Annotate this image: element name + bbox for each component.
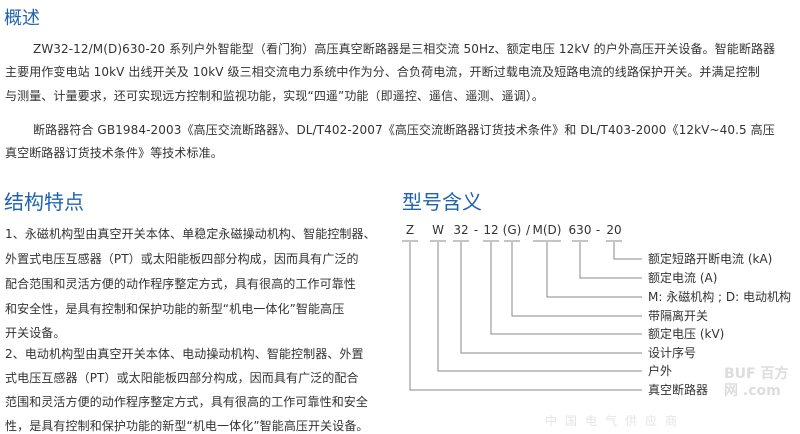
features-line: 2、电动机构型由真空开关本体、电动操动机构、智能控制器、外置 (5, 347, 364, 361)
model-label: 额定短路开断电流 (kA) (648, 251, 772, 266)
model-code: W (432, 223, 444, 237)
model-code: 12 (483, 223, 498, 237)
leader-line (437, 242, 642, 372)
features-title: 结构特点 (4, 190, 84, 214)
model-code: / (526, 223, 531, 237)
model-label: 真空断路器 (648, 382, 708, 397)
model-code: 630 (569, 223, 592, 237)
watermark-text: 中国电气供应商 (545, 414, 686, 428)
features-line: 1、永磁机构型由真空开关本体、单稳定永磁操动机构、智能控制器、 (5, 227, 376, 241)
model-label: 额定电压 (kV) (648, 326, 724, 341)
features-line: 和安全性，是具有控制和保护功能的新型“机电一体化”智能高压 (5, 302, 345, 316)
watermark-logo: BUF 百方网 .com (724, 366, 789, 399)
features-line: 开关设备。 (5, 326, 66, 340)
leader-line (511, 242, 642, 317)
model-code: 20 (606, 223, 621, 237)
leader-line (409, 242, 642, 391)
leader-line (490, 242, 642, 335)
model-label: 设计序号 (648, 345, 696, 360)
leader-line (579, 242, 642, 279)
model-code: - (596, 223, 600, 237)
model-code: - (474, 223, 478, 237)
features-line: 式电压互感器（PT）或太阳能板四部分构成，因而具有广泛的配合 (5, 371, 359, 385)
model-code: 32 (453, 223, 468, 237)
overview-title: 概述 (4, 8, 40, 29)
features-line: 外置式电压互感器（PT）或太阳能板四部分构成，因而具有广泛的 (5, 252, 359, 266)
overview-line: 与测量、计量要求，还可实现远方控制和监视功能，实现“四遥”功能（即遥控、遥信、遥… (5, 89, 545, 103)
model-code: M(D) (533, 223, 562, 237)
model-code: (G) (503, 223, 522, 237)
model-code: Z (406, 223, 414, 237)
model-label: 带隔离开关 (648, 308, 708, 323)
leader-line (613, 242, 642, 260)
overview-line: 断路器符合 GB1984-2003《高压交流断路器》、DL/T402-2007《… (33, 123, 775, 137)
overview-line: 真空断路器订货技术条件》等技术标准。 (5, 146, 223, 160)
features-line: 配合范围和灵活方便的动作程序整定方式，具有很高的工作可靠性 (5, 277, 356, 291)
overview-line: ZW32-12/M(D)630-20 系列户外智能型（看门狗）高压真空断路器是三… (33, 42, 776, 56)
features-line: 范围和灵活方便的动作程序整定方式，具有很高的工作可靠性和安全 (5, 395, 369, 409)
leader-line (460, 242, 642, 354)
model-label: M: 永磁机构 ; D: 电动机构 (648, 289, 791, 304)
model-label: 户外 (648, 363, 672, 378)
overview-line: 主要用作变电站 10kV 出线开关及 10kV 级三相交流电力系统中作为分、合负… (5, 65, 760, 79)
model-label: 额定电流 (A) (648, 270, 717, 285)
leader-line (546, 242, 642, 298)
model-title: 型号含义 (402, 190, 482, 214)
